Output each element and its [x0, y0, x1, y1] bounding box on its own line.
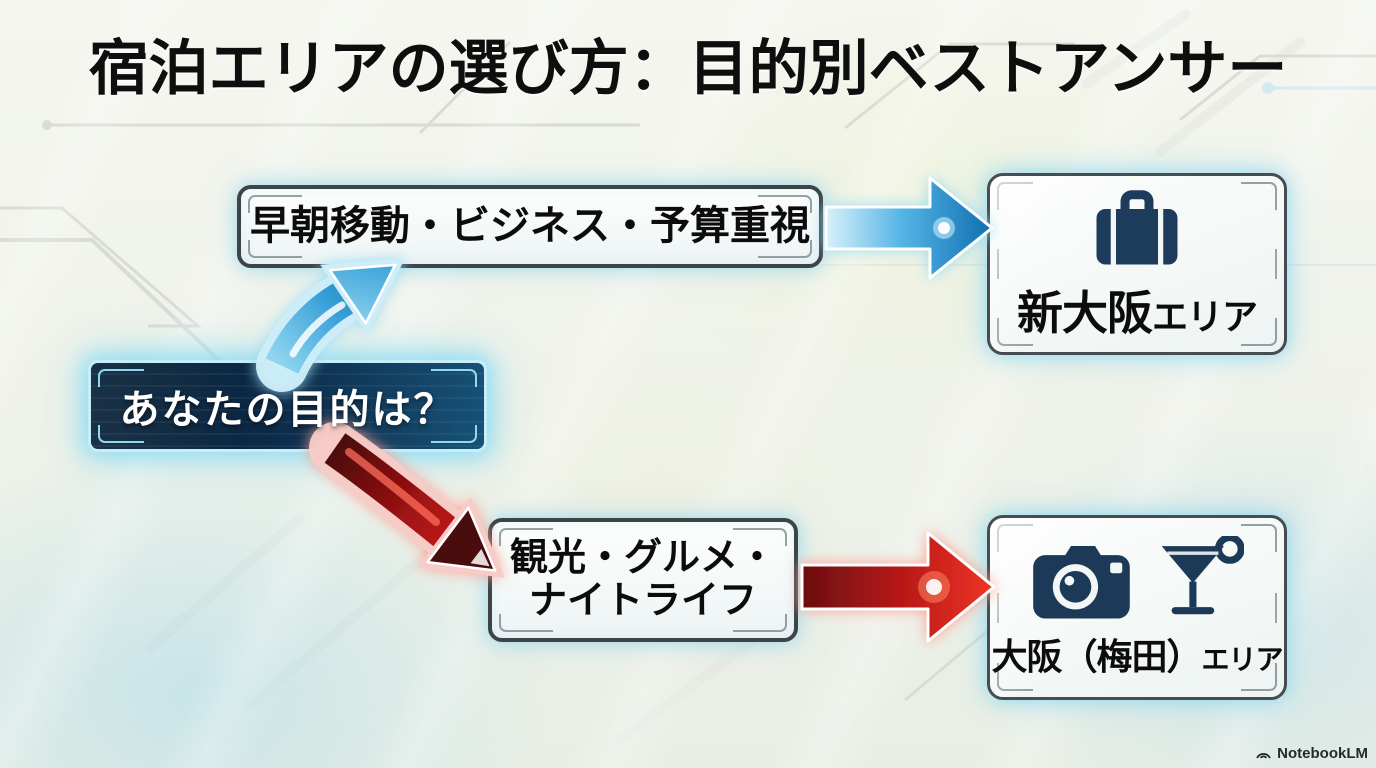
result-area-suffix: エリア	[1201, 643, 1284, 675]
edge-tick	[1275, 249, 1277, 279]
page-title: 宿泊エリアの選び方：目的別ベストアンサー	[88, 35, 1288, 102]
edge-tick	[997, 249, 999, 279]
briefcase-icon	[1096, 190, 1178, 265]
notebooklm-logo-icon	[1256, 753, 1271, 759]
camera-icon	[1033, 545, 1130, 618]
condition-label-leisure: 観光・グルメ・ ナイトライフ	[509, 537, 776, 622]
corner-bracket	[997, 182, 1033, 210]
condition-box-business: 早朝移動・ビジネス・予算重視	[237, 185, 823, 268]
condition-box-leisure: 観光・グルメ・ ナイトライフ	[488, 518, 798, 642]
result-box-osaka-umeda: 大阪（梅田）エリア	[987, 515, 1287, 700]
corner-bracket	[1241, 182, 1277, 210]
notebooklm-badge: NotebookLM	[1255, 745, 1368, 762]
arrow-business-to-result	[824, 176, 994, 280]
result-label-osaka-umeda: 大阪（梅田）エリア	[991, 628, 1284, 680]
arrow-leisure-to-result	[800, 531, 996, 643]
cocktail-icon	[1161, 535, 1244, 614]
result-icons	[1030, 535, 1244, 620]
corner-bracket	[1241, 524, 1277, 552]
result-label-shin-osaka: 新大阪エリア	[1016, 277, 1258, 343]
edge-tick	[997, 592, 999, 623]
corner-bracket	[997, 524, 1033, 552]
result-box-shin-osaka: 新大阪エリア	[987, 173, 1287, 355]
result-icons	[1088, 185, 1186, 269]
result-area-name: 大阪（梅田）	[991, 635, 1202, 677]
question-node: あなたの目的は？	[88, 360, 487, 452]
condition-label-business: 早朝移動・ビジネス・予算重視	[250, 204, 810, 249]
result-area-suffix: エリア	[1151, 296, 1258, 337]
result-area-name: 新大阪	[1016, 287, 1153, 339]
question-label: あなたの目的は？	[119, 388, 456, 432]
edge-tick	[1275, 592, 1277, 623]
brand-label: NotebookLM	[1277, 745, 1368, 762]
